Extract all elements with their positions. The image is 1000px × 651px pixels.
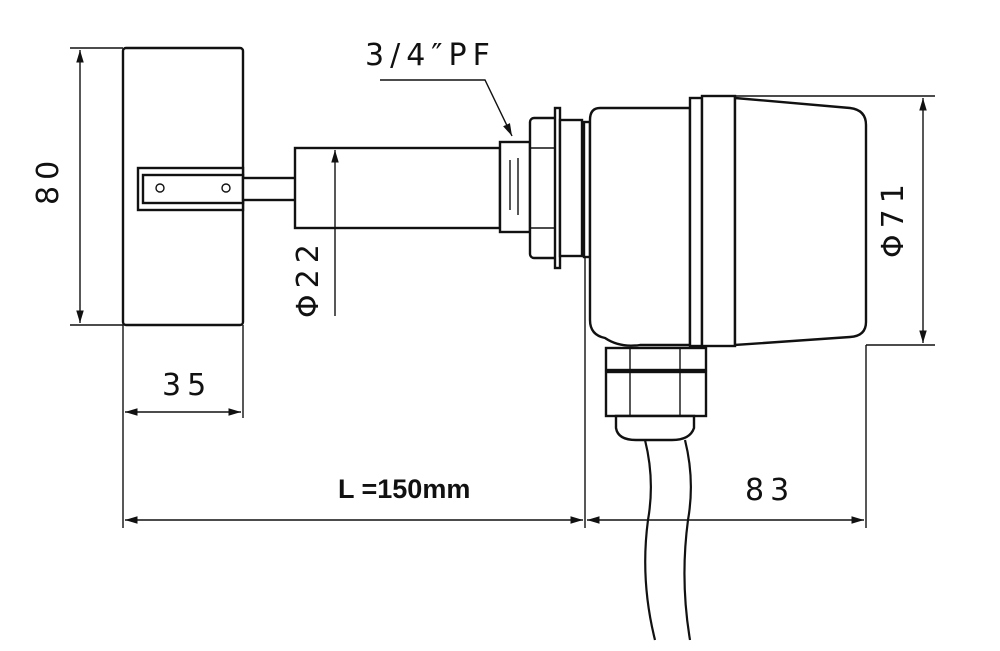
cable-gland <box>604 346 708 442</box>
housing-diameter-label: Φ71 <box>876 178 911 258</box>
cable <box>643 439 692 641</box>
thread-fitting <box>498 106 592 270</box>
length-label: L =150mm <box>338 474 470 504</box>
shaft <box>241 146 502 230</box>
extension-lines <box>70 47 935 528</box>
housing <box>588 94 868 348</box>
housing-length-label: 83 <box>745 473 795 508</box>
thread-label: 3/4″PF <box>365 38 496 73</box>
paddle <box>121 46 245 327</box>
tube-diameter-label: Φ22 <box>291 238 326 318</box>
paddle-height-label: 80 <box>31 155 66 205</box>
dimension-lines <box>76 50 927 524</box>
paddle-width-label: 35 <box>162 368 212 403</box>
